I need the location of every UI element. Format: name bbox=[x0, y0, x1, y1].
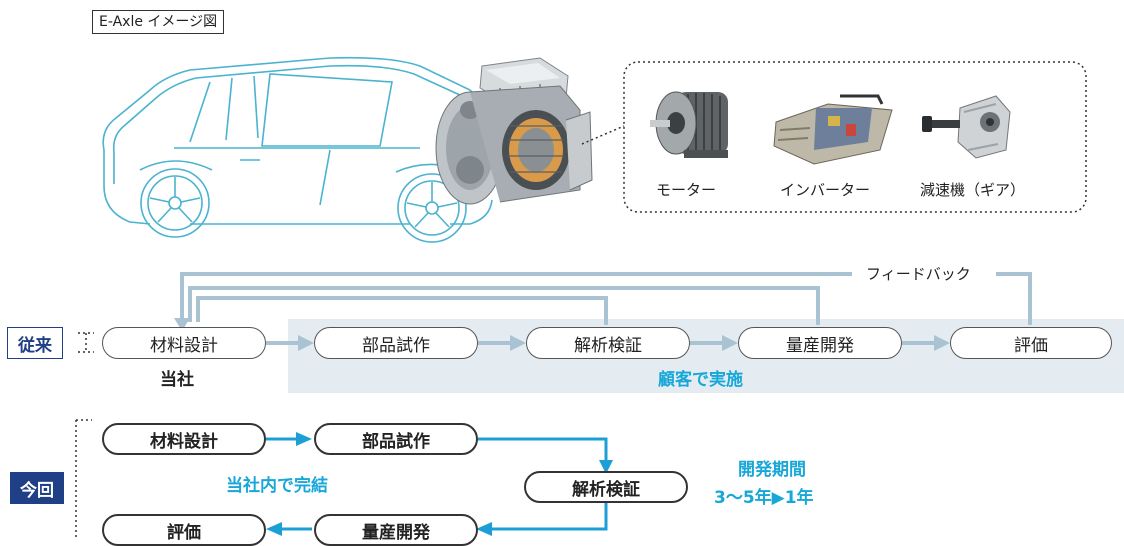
conv-step-part-prototype: 部品試作 bbox=[314, 327, 478, 359]
dev-period-value: 3〜5年▶1年 bbox=[714, 488, 814, 508]
motor-image bbox=[650, 91, 728, 158]
conv-step-material-design: 材料設計 bbox=[102, 327, 266, 359]
component-label-gear: 減速機（ギア） bbox=[920, 181, 1026, 199]
e-axle-unit-illustration bbox=[435, 57, 593, 205]
diagram-title: E-Axle イメージ図 bbox=[92, 10, 225, 34]
inverter-image bbox=[773, 94, 893, 165]
cur-step-material-design: 材料設計 bbox=[102, 423, 266, 455]
conventional-tag: 従来 bbox=[7, 327, 63, 359]
conv-step-mass-production: 量産開発 bbox=[738, 327, 902, 359]
cur-step-evaluation: 評価 bbox=[102, 514, 266, 546]
current-tag: 今回 bbox=[10, 472, 64, 504]
component-label-inverter: インバーター bbox=[780, 181, 871, 199]
car-outline-illustration bbox=[102, 56, 493, 243]
component-label-motor: モーター bbox=[656, 181, 717, 199]
conv-step-analysis-verification: 解析検証 bbox=[526, 327, 690, 359]
cur-step-analysis-verification: 解析検証 bbox=[524, 471, 688, 503]
customer-label: 顧客で実施 bbox=[658, 370, 743, 390]
dev-period-title: 開発期間 bbox=[738, 460, 806, 480]
cur-step-mass-production: 量産開発 bbox=[314, 514, 478, 546]
components-callout-box bbox=[623, 61, 1087, 213]
in-house-label: 当社内で完結 bbox=[226, 476, 328, 496]
feedback-label: フィードバック bbox=[866, 265, 971, 283]
gear-reducer-image bbox=[922, 95, 1011, 159]
conv-step-evaluation: 評価 bbox=[950, 327, 1112, 359]
cur-step-part-prototype: 部品試作 bbox=[314, 423, 478, 455]
our-company-label: 当社 bbox=[160, 370, 194, 390]
